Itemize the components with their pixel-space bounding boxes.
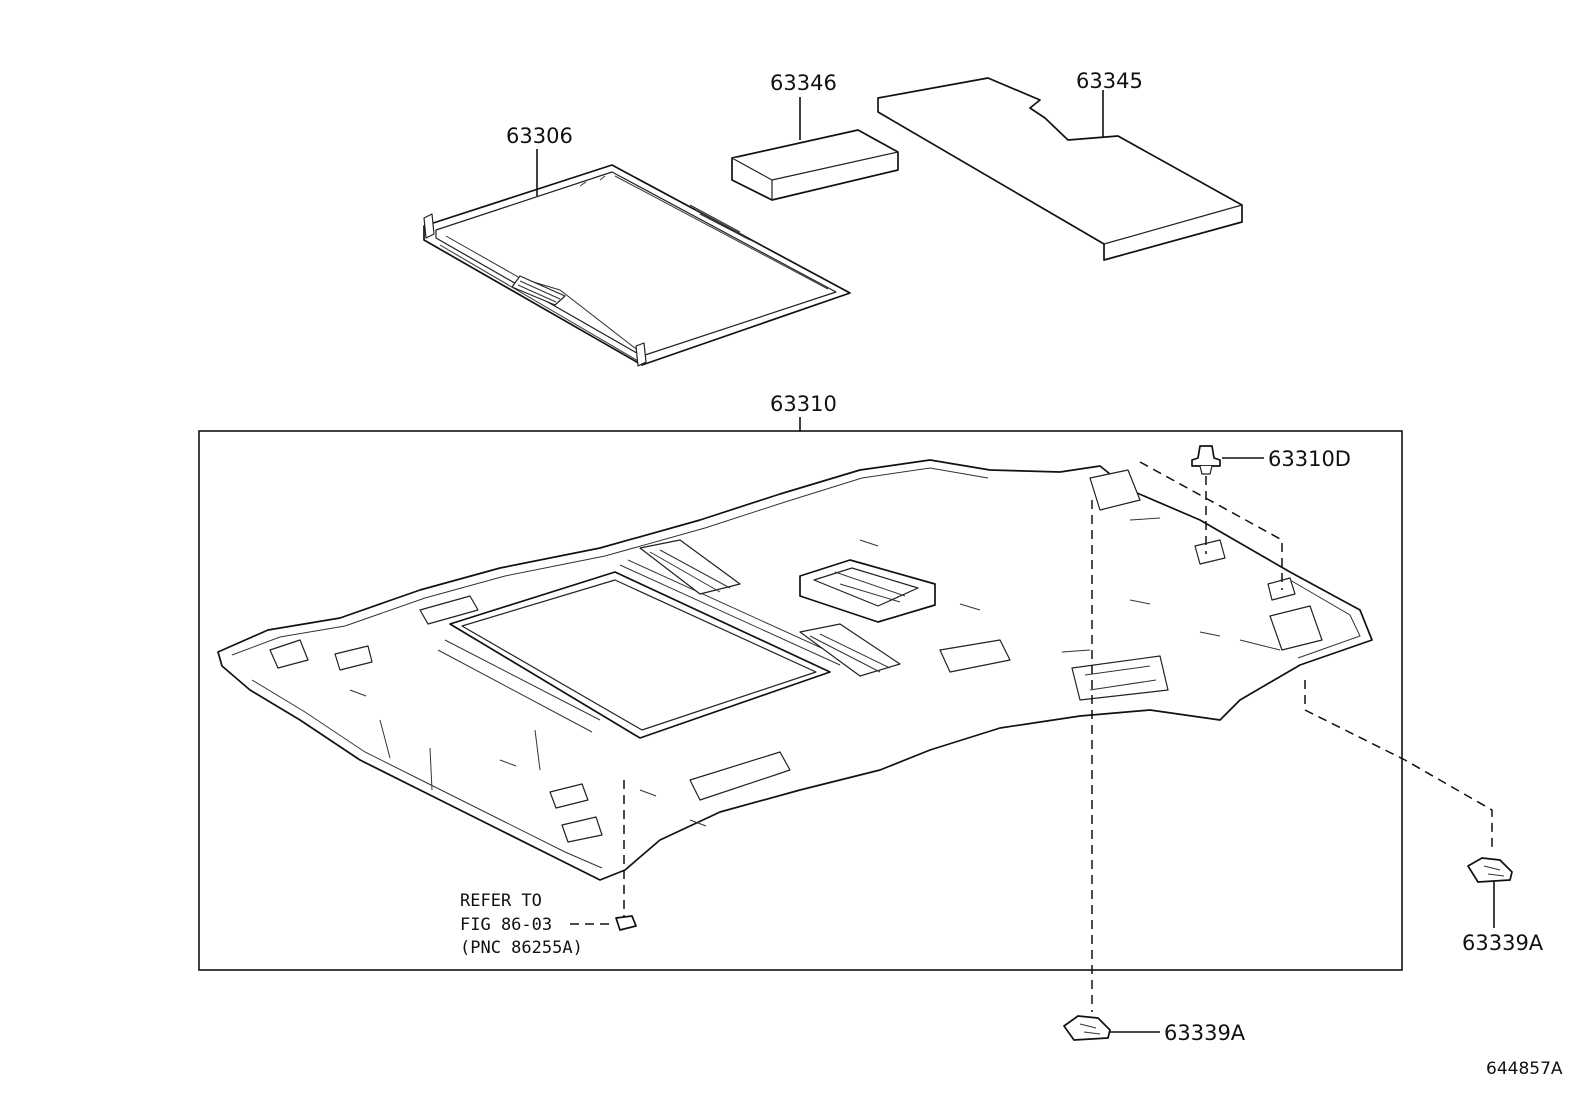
holder-63339a-bottom[interactable] [1063,1015,1111,1041]
pad-small[interactable] [731,129,899,201]
headliner-group-frame [198,430,1403,971]
refer-note-line-2: FIG 86-03 [460,915,552,935]
refer-note-line-3: (PNC 86255A) [460,938,583,958]
part-number-63310d: 63310D [1268,447,1351,471]
dashed-guide-right-holder [1304,680,1493,848]
part-number-63339a-right: 63339A [1462,931,1544,955]
roof-headliner[interactable] [217,459,1373,881]
part-number-63346: 63346 [770,71,837,95]
part-number-63310: 63310 [770,392,837,416]
part-number-63306: 63306 [506,124,573,148]
part-number-63339a-bottom: 63339A [1164,1021,1246,1045]
illustration-id: 644857A [1486,1059,1563,1079]
clip-63310d[interactable] [1191,445,1221,475]
part-number-63345: 63345 [1076,69,1143,93]
referenced-clip[interactable] [615,915,637,931]
refer-note-line-1: REFER TO [460,891,542,911]
holder-63339a-right[interactable] [1467,857,1513,883]
sunshade-assembly[interactable] [423,164,851,367]
pad-large[interactable] [877,77,1243,261]
dashed-guide-rear [1139,461,1283,590]
